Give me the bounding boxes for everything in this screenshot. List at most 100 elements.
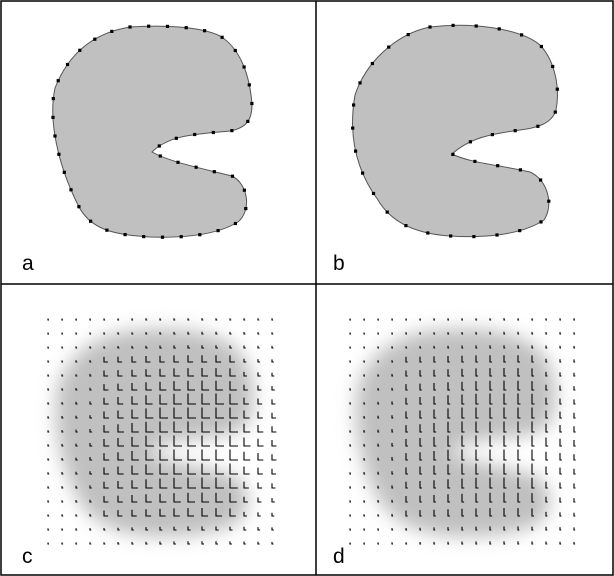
control-point <box>57 152 61 156</box>
field-vector <box>517 331 520 335</box>
control-point <box>406 33 410 37</box>
field-vector <box>117 424 124 433</box>
control-point <box>93 37 97 41</box>
field-vector <box>103 453 110 461</box>
field-vector <box>447 408 451 419</box>
field-vector <box>61 374 64 377</box>
control-point <box>354 149 358 153</box>
field-vector <box>131 527 134 531</box>
field-vector <box>559 438 562 447</box>
field-vector <box>89 429 93 433</box>
field-vector <box>363 443 366 447</box>
field-vector <box>229 477 238 489</box>
field-vector <box>461 345 464 349</box>
field-vector <box>559 425 562 433</box>
field-vector <box>173 508 180 517</box>
field-vector <box>573 426 576 433</box>
field-vector <box>229 381 237 391</box>
field-vector <box>215 355 222 363</box>
field-vector <box>503 345 506 349</box>
field-vector <box>363 542 365 545</box>
field-vector <box>89 318 91 321</box>
field-vector <box>173 331 176 335</box>
control-point <box>468 140 472 144</box>
field-vector <box>517 318 520 321</box>
control-point <box>539 178 543 182</box>
field-vector <box>573 412 576 419</box>
control-point <box>51 97 55 101</box>
field-vector <box>433 356 436 363</box>
field-vector <box>391 332 393 335</box>
field-vector <box>201 435 210 447</box>
field-vector <box>243 397 249 405</box>
control-points-b <box>351 23 559 239</box>
control-point <box>518 168 522 172</box>
field-vector <box>475 449 479 461</box>
field-vector <box>271 318 274 321</box>
field-vector <box>145 435 154 447</box>
control-point <box>497 27 501 31</box>
field-vector <box>61 542 64 545</box>
field-vector <box>531 541 534 545</box>
field-vector <box>517 355 520 363</box>
field-vector <box>75 500 78 503</box>
field-vector <box>377 514 380 517</box>
field-vector <box>531 407 535 419</box>
field-vector <box>75 346 78 349</box>
panel-label-c: c <box>22 545 33 568</box>
field-vector <box>243 466 250 475</box>
field-vector <box>391 485 394 489</box>
field-vector <box>461 421 465 433</box>
field-vector <box>47 430 50 433</box>
field-vector <box>489 477 493 489</box>
control-point <box>513 129 517 133</box>
field-vector <box>349 444 352 447</box>
field-vector <box>559 398 562 405</box>
field-vector <box>201 368 208 377</box>
field-vector <box>545 496 548 503</box>
field-vector <box>89 471 92 475</box>
field-vector <box>75 401 78 405</box>
field-vector <box>405 467 408 475</box>
field-vector <box>531 508 534 517</box>
field-vector <box>173 477 182 489</box>
field-vector <box>187 526 191 531</box>
field-vector <box>419 397 422 405</box>
control-point <box>518 229 522 233</box>
field-vector <box>61 486 64 489</box>
control-point <box>250 101 254 106</box>
field-vector <box>447 345 450 349</box>
field-vector <box>531 331 534 335</box>
field-vector <box>377 318 379 321</box>
field-vector <box>271 412 276 419</box>
field-vector <box>215 508 222 517</box>
field-vector <box>75 514 78 517</box>
field-vector <box>475 407 479 419</box>
field-vector <box>503 463 507 475</box>
field-vector <box>405 496 408 503</box>
field-vector <box>349 388 351 391</box>
control-point <box>536 124 540 128</box>
field-vector <box>475 318 478 321</box>
field-vector <box>349 430 352 433</box>
field-vector <box>489 331 492 335</box>
field-vector <box>187 477 196 489</box>
control-point <box>404 224 408 228</box>
field-vector <box>475 331 478 335</box>
field-vector <box>187 421 196 433</box>
field-vector <box>103 439 110 447</box>
field-vector <box>349 318 351 321</box>
field-vector <box>405 346 408 349</box>
field-vector <box>47 416 50 419</box>
field-vector <box>475 508 478 517</box>
control-point <box>65 62 70 67</box>
field-vector <box>103 542 106 545</box>
field-vector <box>159 368 166 377</box>
field-vector <box>89 360 92 363</box>
field-vector <box>75 388 78 391</box>
field-vector <box>475 368 478 377</box>
field-vector <box>145 479 153 489</box>
field-vector <box>145 464 154 475</box>
field-vector <box>363 514 365 517</box>
vector-field-d <box>349 318 576 545</box>
